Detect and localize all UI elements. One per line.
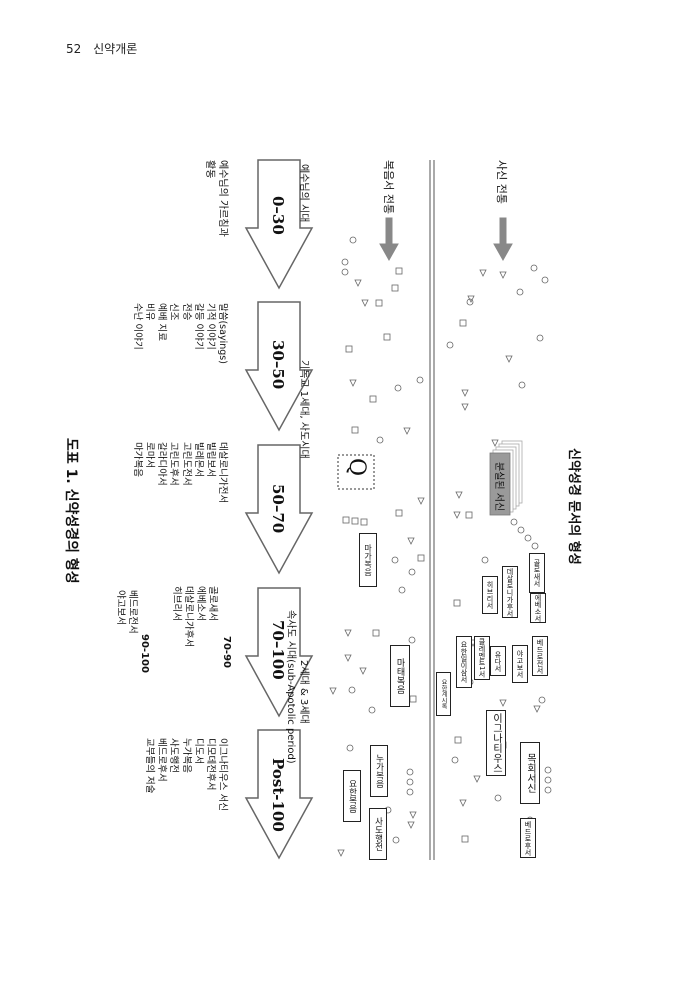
item: 전승 xyxy=(180,303,192,321)
item: 히브리서 xyxy=(170,586,182,621)
apostolic-tradition-arrow xyxy=(493,217,513,262)
item: 비유 xyxy=(144,303,156,321)
item: 사도행전 xyxy=(168,738,180,773)
item: 베드로전서 xyxy=(127,590,138,634)
scatter-squares xyxy=(342,267,507,843)
item: 활동 xyxy=(204,160,216,179)
item: 갈등 이야기 xyxy=(192,303,204,350)
period-arrow-4 xyxy=(244,587,314,718)
item: 수난 이야기 xyxy=(131,303,143,350)
item: 마가복음 xyxy=(131,442,143,477)
box-pastorals: 클레멘트1서 xyxy=(474,636,490,680)
apostolic-tradition-label: 사신 전통 xyxy=(495,160,508,204)
box-mark: 마가복음 xyxy=(359,533,377,587)
box-john-letters: 요한일이삼서 xyxy=(456,636,472,688)
box-luke: 누가복음 xyxy=(370,745,388,797)
period-note-4b: 2세대 & 3세대 xyxy=(298,660,309,724)
book-title: 신약개론 xyxy=(93,42,138,56)
period-arrow-1 xyxy=(244,159,314,290)
box-thess2: 데살로니가후서 xyxy=(502,566,518,618)
period-items-5: 이그나티우스 서신 디모데전후서 디도서 누가복음 사도행전 베드로후서 교부들… xyxy=(143,738,228,811)
subrange-70-90: 70-90 xyxy=(221,636,232,668)
period-items-2: 말씀(sayings) 기적 이야기 갈등 이야기 전승 신조 예배 지료 비유… xyxy=(131,303,228,364)
figure-title: 신약성경 문서의 형성 xyxy=(566,448,581,565)
item: 데살로니가후서 xyxy=(182,586,194,648)
scatter-circles xyxy=(341,236,552,844)
period-arrow-3 xyxy=(244,444,314,575)
period-items-1: 예수님의 가르침과 활동 xyxy=(202,160,228,237)
item: 디도서 xyxy=(192,738,204,765)
subrange-90-100: 90-100 xyxy=(139,634,150,673)
box-ephesians: 에베소서 xyxy=(530,593,546,623)
period-items-3: 데살로니가전서 빌립보서 빌레몬서 고린도전서 고린도후서 갈라디아서 로마서 … xyxy=(131,442,228,503)
q-box xyxy=(337,454,375,490)
item: 골로새서 xyxy=(207,586,218,621)
item: 고린도후서 xyxy=(168,442,180,486)
item: 디모데전후서 xyxy=(204,738,216,791)
box-ignatius: 이그나티우스 xyxy=(486,710,506,776)
period-note-1: 예수님의 시대 xyxy=(298,164,309,223)
box-john: 요한복음 xyxy=(343,770,361,822)
gospel-tradition-label: 복음서 전통 xyxy=(382,160,395,215)
box-pastoral-letters: 목회서신 xyxy=(520,742,540,804)
item: 이그나티우스 서신 xyxy=(217,738,228,811)
scatter-triangles xyxy=(329,269,541,857)
period-range-3: 50–70 xyxy=(269,484,287,534)
box-jude: 유다서 xyxy=(490,646,506,676)
period-arrow-2 xyxy=(244,301,314,432)
box-james: 야고보서 xyxy=(512,645,528,683)
period-items-4b: 베드로전서 야고보서 xyxy=(114,590,138,634)
item: 기적 이야기 xyxy=(204,303,216,350)
box-peter2: 베드로후서 xyxy=(520,818,536,858)
period-range-2: 30–50 xyxy=(269,340,287,390)
item: 데살로니가전서 xyxy=(217,442,228,504)
figure-caption: 도표 1. 신약성경의 형성 xyxy=(63,438,79,584)
lost-letters-stack xyxy=(489,440,523,516)
item: 신조 xyxy=(168,303,180,321)
gospel-tradition-arrow xyxy=(379,217,399,262)
item: 고린도전서 xyxy=(180,442,192,486)
box-acts: 사도행전 xyxy=(369,808,387,860)
item: 예수님의 가르침과 xyxy=(217,160,228,237)
q-label: Q xyxy=(344,458,369,477)
item: 야고보서 xyxy=(114,590,126,625)
item: 말씀(sayings) xyxy=(217,303,228,364)
item: 누가복음 xyxy=(180,738,192,773)
item: 교부들의 저술 xyxy=(144,738,156,794)
period-note-3: 기독교 1세대, 사도시대 xyxy=(298,360,309,459)
lost-letters-label: 분실된 서신 xyxy=(493,462,504,512)
item: 빌레몬서 xyxy=(192,442,204,477)
box-hebrews: 히브리서 xyxy=(482,576,498,614)
item: 예배 지료 xyxy=(156,303,168,341)
page-header: 52 신약개론 xyxy=(66,40,145,57)
page-number: 52 xyxy=(66,42,82,56)
item: 로마서 xyxy=(144,442,156,469)
box-matthew: 마태복음 xyxy=(390,645,410,707)
period-arrow-5 xyxy=(244,729,314,860)
period-items-4a: 골로새서 에베소서 데살로니가후서 히브리서 xyxy=(169,586,218,647)
item: 갈라디아서 xyxy=(156,442,168,486)
item: 에베소서 xyxy=(194,586,206,621)
item: 빌립보서 xyxy=(204,442,216,477)
box-revelation: 요한계시록 xyxy=(436,672,451,716)
period-range-1: 0–30 xyxy=(269,196,287,235)
item: 베드로후서 xyxy=(156,738,168,782)
box-peter1: 베드로전서 xyxy=(532,636,548,676)
box-colossians: 골로새서 xyxy=(529,553,545,593)
period-range-5: Post-100 xyxy=(269,758,287,832)
